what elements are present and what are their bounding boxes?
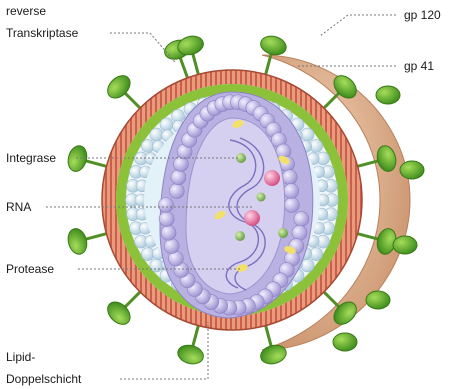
core-protein-ball xyxy=(171,170,186,185)
gp120-spike-icon xyxy=(333,333,357,351)
core-protein-ball xyxy=(164,239,179,254)
label-gp120: gp 120 xyxy=(404,8,441,22)
core-protein-ball xyxy=(159,198,174,213)
gp41-stem-icon xyxy=(85,234,106,240)
gp120-spike-icon xyxy=(259,33,289,57)
core-protein-ball xyxy=(292,225,307,240)
core-protein-ball xyxy=(282,170,297,185)
gp41-stem-icon xyxy=(193,53,199,74)
gp120-spike-icon xyxy=(376,86,400,104)
gp41-stem-icon xyxy=(324,292,340,308)
label-reverse-transcriptase-line1: reverse xyxy=(6,4,46,18)
gp41-stem-icon xyxy=(193,326,199,347)
gp120-spike-icon xyxy=(65,227,89,257)
core-protein-ball xyxy=(159,212,174,227)
core-protein-ball xyxy=(284,198,299,213)
capsid-ball xyxy=(160,118,173,131)
label-lipid-line1: Lipid- xyxy=(6,350,35,364)
core-protein-ball xyxy=(284,183,299,198)
gp120-spike-icon xyxy=(176,342,206,366)
core-protein-ball xyxy=(161,225,176,240)
core-protein-ball xyxy=(294,212,309,227)
gp41-stem-icon xyxy=(125,292,141,308)
label-reverse-transcriptase-line2: Transkriptase xyxy=(6,26,78,40)
label-gp41: gp 41 xyxy=(404,59,434,73)
gp41-stem-icon xyxy=(266,326,272,347)
gp120-spike-icon xyxy=(400,161,424,179)
label-rna: RNA xyxy=(6,200,31,214)
gp120-spike-icon xyxy=(366,291,390,309)
core-protein-ball xyxy=(169,183,184,198)
label-integrase: Integrase xyxy=(6,151,56,165)
gp41-stem-icon xyxy=(125,93,141,109)
gp120-spike-icon xyxy=(393,236,417,254)
capsid-ball xyxy=(150,128,163,141)
gp41-stem-icon xyxy=(85,161,106,167)
gp41-stem-icon xyxy=(180,57,188,78)
label-protease: Protease xyxy=(6,262,54,276)
capsid-ball xyxy=(301,128,314,141)
gp41-stem-icon xyxy=(324,93,340,109)
label-lipid-line2: Doppelschicht xyxy=(6,372,81,386)
capsid-ball xyxy=(150,259,163,272)
capsid-ball xyxy=(301,259,314,272)
gp120-spike-icon xyxy=(65,144,89,174)
